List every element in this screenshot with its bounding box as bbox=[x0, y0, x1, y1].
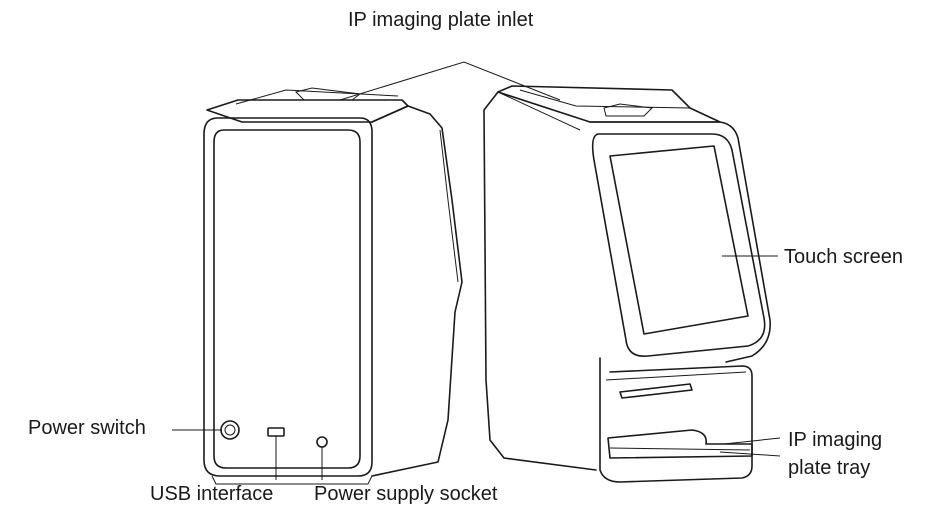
power-socket-label: Power supply socket bbox=[314, 483, 498, 505]
power-socket-icon bbox=[316, 436, 328, 448]
power-switch-label: Power switch bbox=[28, 417, 146, 439]
power-switch-icon bbox=[220, 420, 240, 440]
usb-port-icon bbox=[267, 427, 285, 437]
rear-view-device bbox=[203, 87, 463, 485]
leader-lines bbox=[172, 61, 781, 480]
touch-screen-label: Touch screen bbox=[784, 246, 903, 268]
front-view-device bbox=[483, 85, 771, 483]
tray-label-line1: IP imaging bbox=[788, 429, 883, 451]
plate-tray-icon bbox=[607, 429, 753, 459]
tray-label-line2: plate tray bbox=[788, 457, 871, 479]
usb-interface-label: USB interface bbox=[150, 483, 274, 505]
inlet-label: IP imaging plate inlet bbox=[348, 9, 534, 31]
